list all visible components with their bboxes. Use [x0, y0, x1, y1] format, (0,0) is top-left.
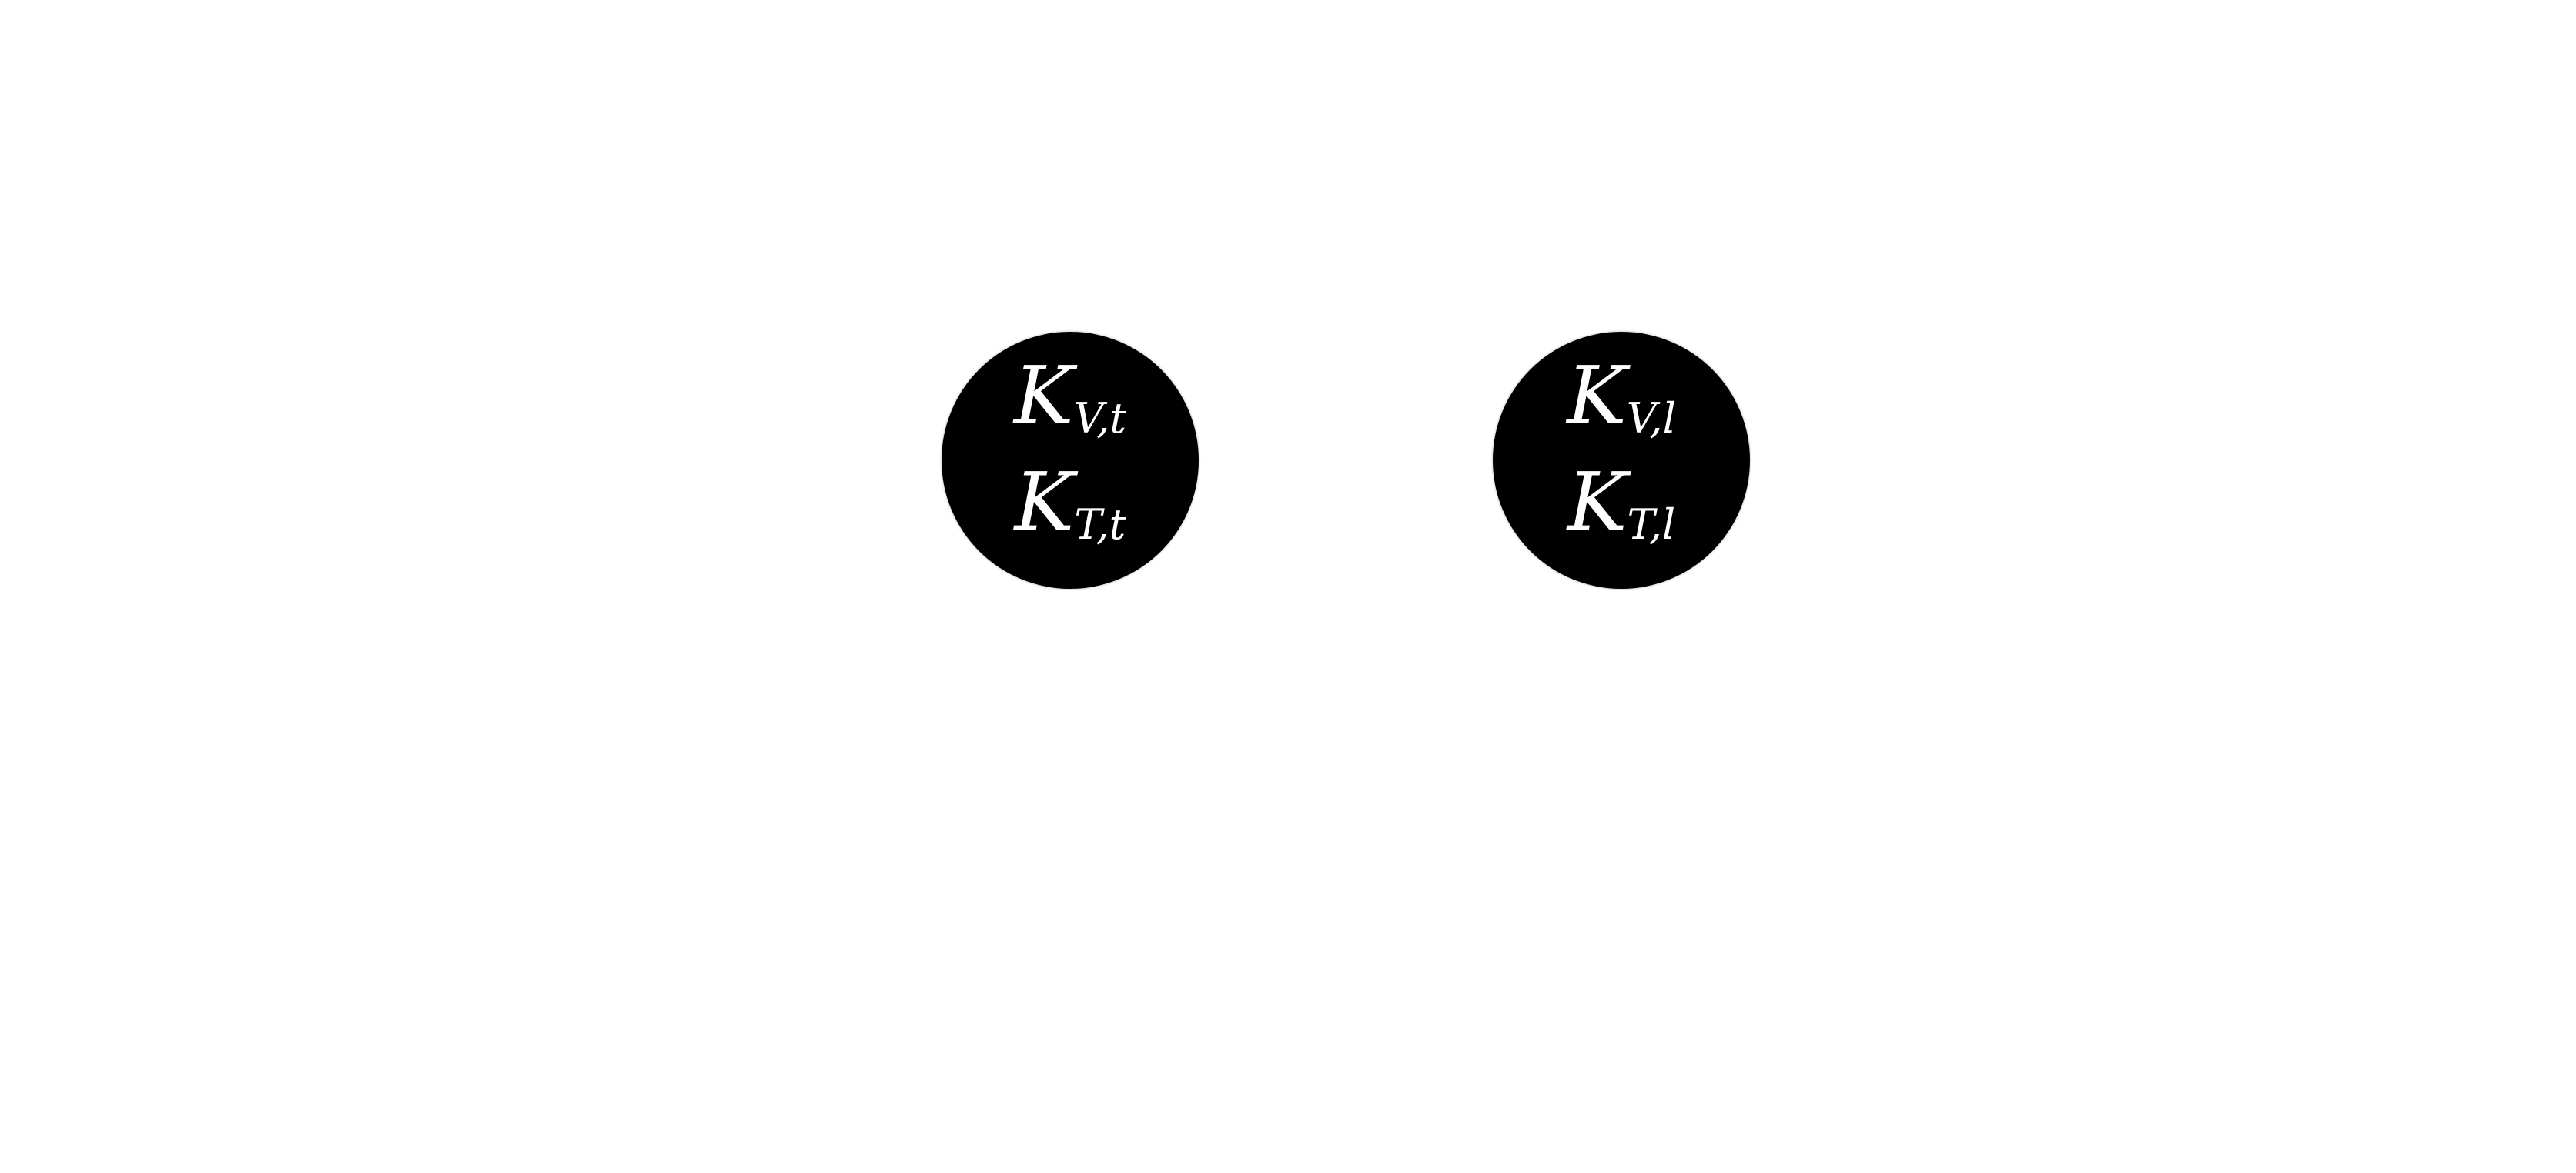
node-label-line-1: KV,t	[1014, 354, 1126, 460]
math-subscript-vl: V,l	[1626, 394, 1676, 443]
math-symbol-k: K	[1014, 455, 1075, 549]
math-subscript-tt: T,t	[1074, 500, 1126, 549]
node-label-line-1: KV,l	[1567, 354, 1676, 460]
graph-node-kvt-ktt: KV,t KT,t	[942, 332, 1199, 589]
math-symbol-k: K	[1567, 349, 1627, 443]
math-subscript-tl: T,l	[1627, 500, 1676, 549]
math-symbol-k: K	[1013, 349, 1074, 443]
node-label-line-2: KT,l	[1567, 460, 1675, 566]
math-subscript-vt: V,t	[1073, 394, 1127, 443]
node-label-line-2: KT,t	[1015, 460, 1126, 566]
graph-node-kvl-ktl: KV,l KT,l	[1493, 332, 1750, 589]
math-symbol-k: K	[1567, 455, 1628, 549]
